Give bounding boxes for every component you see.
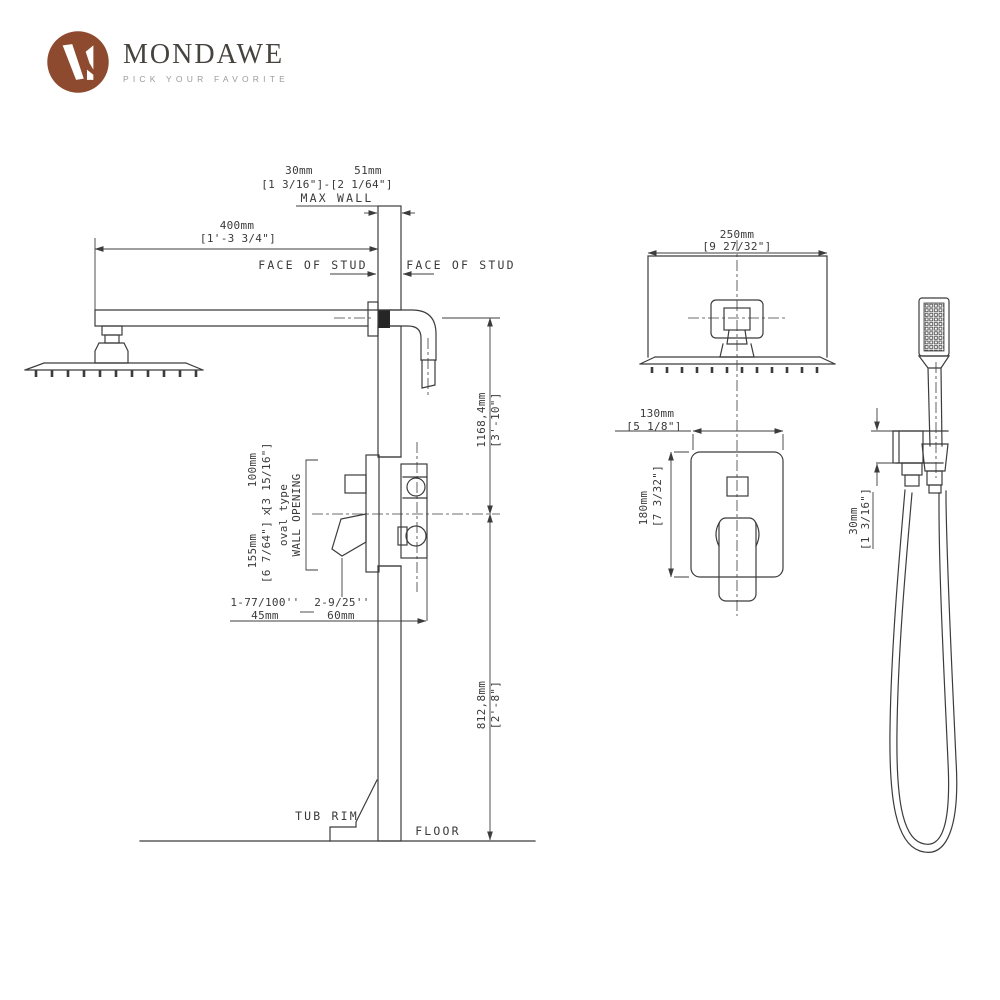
wall-opening-height-in: [6 7/64"] — [260, 521, 273, 583]
wall-opening-height-mm: 155mm — [246, 534, 259, 569]
elbow-fitting — [389, 309, 437, 398]
wall-opening-width-in: [3 15/16"] — [260, 442, 273, 511]
arm-length-dimension: 400mm [1'-3 3/4"] — [94, 219, 379, 312]
valve-height-mm: 812,8mm — [475, 681, 488, 730]
bracket-depth-in: [1 3/16"] — [859, 488, 872, 550]
height-dimensions: 1168,4mm [3'-10"] 812,8mm [2'-8"] — [442, 317, 502, 841]
wall-opening-width-mm: 100mm — [246, 453, 259, 488]
valve-handle-side — [331, 513, 367, 557]
valve-front — [690, 451, 784, 602]
dim-wall-range-text: [1 3/16"]-[2 1/64"] — [261, 178, 393, 191]
tub-rim-label: TUB RIM — [295, 809, 359, 823]
bracket-depth-dimension: 30mm [1 3/16"] — [847, 408, 897, 550]
wall-opening-label: WALL OPENING — [290, 473, 303, 556]
brand-tagline: PICK YOUR FAVORITE — [123, 74, 289, 84]
floor-label: FLOOR — [415, 824, 461, 838]
brand-name: MONDAWE — [123, 39, 285, 70]
brand-text: MONDAWE PICK YOUR FAVORITE — [123, 30, 289, 85]
head-height-in: [3'-10"] — [489, 392, 502, 447]
valve-width-dimension: 130mm [5 1/8"] — [615, 407, 784, 450]
wall-opening-dimension: 155mm [6 7/64"] x 100mm [3 15/16"] oval … — [246, 442, 318, 583]
valve-handle-front — [718, 517, 757, 602]
arm-wall-seal — [378, 310, 390, 328]
valve-side — [312, 442, 500, 592]
dim-400mm-in-text: [1'-3 3/4"] — [200, 232, 276, 245]
wall-bracket — [892, 430, 949, 494]
face-of-stud-right: FACE OF STUD — [402, 258, 515, 277]
mondawe-logo-icon — [46, 30, 110, 94]
shower-arm-side — [94, 301, 391, 337]
brand-logo: MONDAWE PICK YOUR FAVORITE — [46, 30, 289, 94]
bracket-depth-mm: 30mm — [847, 507, 860, 535]
valve-height-dimension: 180mm [7 3/32"] — [637, 451, 689, 578]
valve-height-in: [2'-8"] — [489, 681, 502, 729]
face-of-stud-left: FACE OF STUD — [258, 258, 377, 277]
wall-opening-by: x — [260, 508, 273, 515]
valve-plate-height-in: [7 3/32"] — [651, 465, 664, 527]
shower-head-front — [639, 240, 836, 616]
face-of-stud-right-label: FACE OF STUD — [406, 258, 515, 272]
hand-shower — [889, 297, 958, 853]
floor: FLOOR — [139, 824, 536, 842]
dim-400mm-text: 400mm — [220, 219, 255, 232]
face-of-stud-left-label: FACE OF STUD — [258, 258, 367, 272]
tub-rim: TUB RIM — [295, 779, 378, 842]
wall-section — [377, 205, 402, 842]
head-width-dimension: 250mm [9 27/32"] — [647, 228, 828, 256]
diverter-button-side — [344, 474, 367, 494]
valve-plate-height-mm: 180mm — [637, 491, 650, 526]
wall-opening-type-note: oval type — [277, 484, 290, 546]
logo-monogram-stroke-1 — [62, 44, 84, 80]
valve-depth-mm-b: 60mm — [327, 609, 355, 622]
diverter-button-front — [726, 476, 749, 497]
dim-wall-min-text: 30mm — [285, 164, 313, 177]
max-wall-dimension: 30mm 51mm [1 3/16"]-[2 1/64"] MAX WALL — [261, 164, 415, 216]
valve-width-mm: 130mm — [640, 407, 675, 420]
valve-depth-in-a: 1-77/100'' — [230, 596, 299, 609]
valve-depth-mm-a: 45mm — [251, 609, 279, 622]
spray-face — [923, 302, 945, 352]
head-height-mm: 1168,4mm — [475, 392, 488, 447]
shower-head-side — [24, 325, 204, 377]
logo-monogram-stroke-3 — [86, 69, 94, 80]
logo-monogram-stroke-2 — [85, 45, 94, 70]
max-wall-label: MAX WALL — [301, 191, 374, 205]
valve-width-in: [5 1/8"] — [626, 420, 681, 433]
dim-wall-max-text: 51mm — [354, 164, 382, 177]
valve-depth-dimension: 1-77/100'' 2-9/25'' 45mm 60mm — [230, 558, 428, 624]
hand-shower-handle — [927, 367, 943, 447]
hose — [889, 489, 958, 853]
head-width-mm: 250mm — [720, 228, 755, 241]
valve-depth-in-b: 2-9/25'' — [314, 596, 369, 609]
